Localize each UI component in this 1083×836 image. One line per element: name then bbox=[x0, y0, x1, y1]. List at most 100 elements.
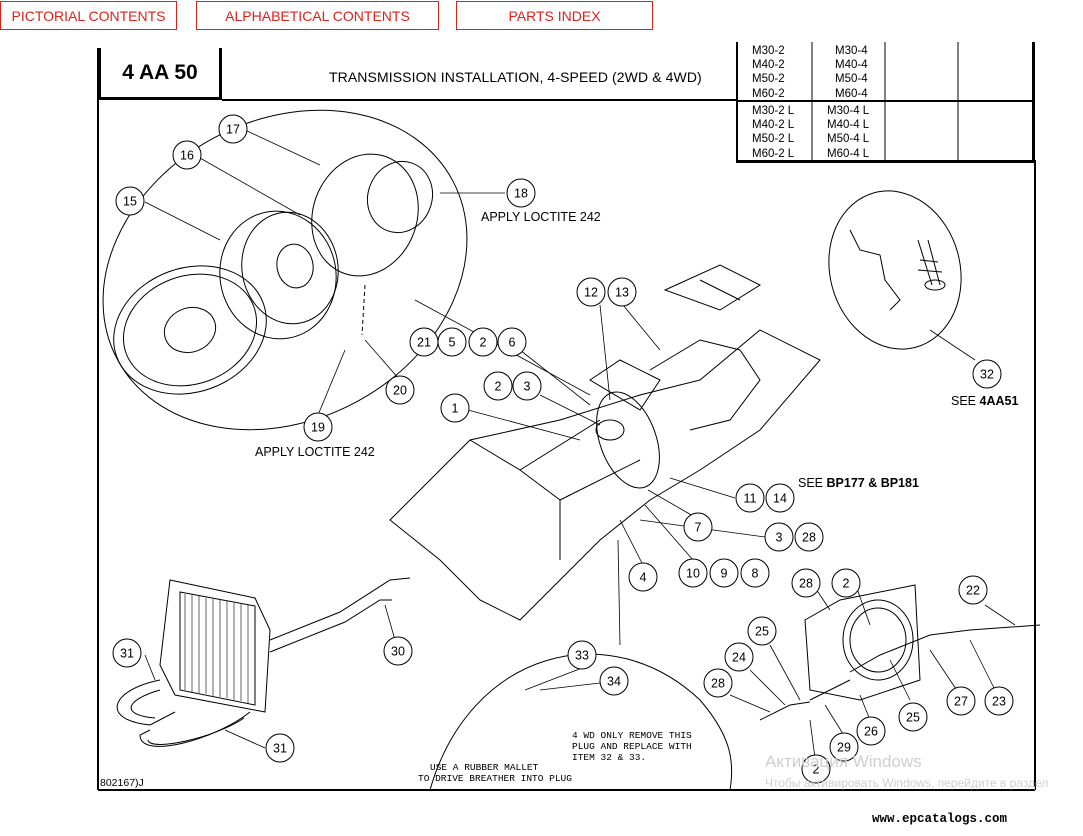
callout-34: 34 bbox=[599, 666, 629, 696]
note-line: ITEM 32 & 33. bbox=[572, 752, 647, 763]
callout-label: 25 bbox=[906, 711, 920, 725]
callout-label: 2 bbox=[843, 577, 850, 591]
callout-18: 18 bbox=[506, 178, 536, 208]
callout-15: 15 bbox=[115, 186, 145, 216]
callout-label: 28 bbox=[711, 677, 725, 691]
model-item: M60-2 bbox=[752, 87, 785, 100]
callout-circle bbox=[829, 732, 859, 762]
callout-label: 21 bbox=[417, 336, 431, 350]
page-code: 4 AA 50 bbox=[98, 48, 222, 100]
callout-circle bbox=[898, 702, 928, 732]
callout-2: 2 bbox=[801, 754, 831, 784]
callout-circle bbox=[218, 114, 248, 144]
callout-circle bbox=[506, 178, 536, 208]
see-4aa51-link[interactable]: 4AA51 bbox=[979, 394, 1019, 408]
callout-circle bbox=[497, 327, 527, 357]
callout-label: 2 bbox=[813, 763, 820, 777]
model-item: M40-2 bbox=[752, 59, 785, 72]
callout-circle bbox=[801, 754, 831, 784]
callout-25: 25 bbox=[747, 616, 777, 646]
model-item: M60-4 L bbox=[827, 147, 870, 160]
loctite-note-18: APPLY LOCTITE 242 bbox=[481, 210, 601, 224]
callout-17: 17 bbox=[218, 114, 248, 144]
callout-circle bbox=[607, 277, 637, 307]
model-item: M30-2 L bbox=[752, 105, 795, 117]
callout-label: 12 bbox=[584, 286, 598, 300]
callout-circle bbox=[747, 616, 777, 646]
callout-circle bbox=[678, 558, 708, 588]
callout-label: 33 bbox=[575, 649, 589, 663]
callout-label: 30 bbox=[391, 645, 405, 659]
callout-label: 13 bbox=[615, 286, 629, 300]
pictorial-contents-button[interactable]: PICTORIAL CONTENTS bbox=[0, 1, 177, 30]
model-table bbox=[737, 42, 1035, 163]
model-item: M30-2 bbox=[752, 45, 785, 57]
alphabetical-contents-button[interactable]: ALPHABETICAL CONTENTS bbox=[196, 1, 439, 30]
callout-label: 34 bbox=[607, 675, 621, 689]
callout-label: 3 bbox=[776, 531, 783, 545]
see-label: SEE bbox=[951, 394, 980, 408]
callout-circle bbox=[765, 483, 795, 513]
callout-label: 24 bbox=[732, 651, 746, 665]
callout-circle bbox=[303, 412, 333, 442]
callout-circle bbox=[628, 562, 658, 592]
see-bp-link[interactable]: BP177 & BP181 bbox=[826, 476, 919, 490]
callout-circle bbox=[112, 638, 142, 668]
callout-circle bbox=[512, 371, 542, 401]
callout-2: 2 bbox=[831, 568, 861, 598]
callout-label: 3 bbox=[524, 380, 531, 394]
callout-3: 3 bbox=[512, 371, 542, 401]
callout-circle bbox=[576, 277, 606, 307]
callout-6: 6 bbox=[497, 327, 527, 357]
callout-circle bbox=[599, 666, 629, 696]
model-item: M60-4 bbox=[835, 87, 868, 100]
model-item: M40-4 L bbox=[827, 119, 870, 132]
callout-13: 13 bbox=[607, 277, 637, 307]
callout-circle bbox=[383, 636, 413, 666]
model-list-2wd-l: M30-2 L M40-2 L M50-2 L M60-2 L bbox=[752, 104, 794, 161]
callout-19: 19 bbox=[303, 412, 333, 442]
model-item: M60-2 L bbox=[752, 147, 795, 160]
see-bp-note: SEE BP177 & BP181 bbox=[798, 476, 919, 490]
callout-circle bbox=[791, 568, 821, 598]
callout-30: 30 bbox=[383, 636, 413, 666]
callout-circle bbox=[794, 522, 824, 552]
callout-label: 1 bbox=[452, 402, 459, 416]
callout-12: 12 bbox=[576, 277, 606, 307]
callout-31: 31 bbox=[112, 638, 142, 668]
footer-url[interactable]: www.epcatalogs.com bbox=[872, 812, 1008, 826]
callout-4: 4 bbox=[628, 562, 658, 592]
model-item: M50-4 bbox=[835, 73, 868, 86]
callout-circle bbox=[946, 686, 976, 716]
callout-circle bbox=[567, 640, 597, 670]
callout-label: 10 bbox=[686, 567, 700, 581]
callout-label: 28 bbox=[802, 531, 816, 545]
callout-label: 32 bbox=[980, 368, 994, 382]
model-item: M40-4 bbox=[835, 59, 868, 72]
callout-25: 25 bbox=[898, 702, 928, 732]
callout-label: 23 bbox=[992, 695, 1006, 709]
callout-label: 16 bbox=[180, 149, 194, 163]
callout-label: 4 bbox=[640, 571, 647, 585]
callout-label: 20 bbox=[393, 384, 407, 398]
callout-circle bbox=[958, 575, 988, 605]
model-item: M30-4 L bbox=[827, 105, 870, 117]
callout-label: 28 bbox=[799, 577, 813, 591]
callout-5: 5 bbox=[437, 327, 467, 357]
model-list-2wd: M30-2 M40-2 M50-2 M60-2 bbox=[752, 44, 785, 101]
callout-circle bbox=[856, 716, 886, 746]
model-item: M30-4 bbox=[835, 45, 868, 57]
callout-circle bbox=[972, 359, 1002, 389]
callout-22: 22 bbox=[958, 575, 988, 605]
callout-14: 14 bbox=[765, 483, 795, 513]
see-label: SEE bbox=[798, 476, 827, 490]
callout-31: 31 bbox=[265, 733, 295, 763]
callout-24: 24 bbox=[724, 642, 754, 672]
callout-circle bbox=[764, 522, 794, 552]
callout-32: 32 bbox=[972, 359, 1002, 389]
callout-circle bbox=[265, 733, 295, 763]
parts-index-button[interactable]: PARTS INDEX bbox=[456, 1, 653, 30]
callout-16: 16 bbox=[172, 140, 202, 170]
callout-circle bbox=[709, 558, 739, 588]
callout-29: 29 bbox=[829, 732, 859, 762]
